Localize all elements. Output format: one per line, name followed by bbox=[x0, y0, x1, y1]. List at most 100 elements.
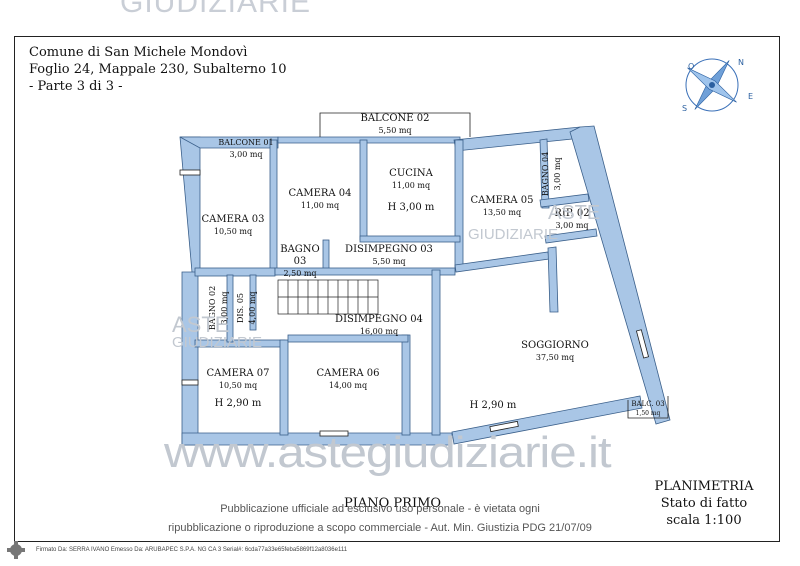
wall-disimp03-south bbox=[274, 267, 456, 276]
room-name: CAMERA 04 bbox=[288, 188, 352, 199]
room-camera04: CAMERA 04 11,00 mq bbox=[280, 188, 360, 212]
wall-c04-cucina bbox=[359, 139, 368, 241]
balcone02-outline bbox=[319, 112, 471, 137]
floor-label: PIANO PRIMO bbox=[344, 496, 442, 511]
header-municipality: Comune di San Michele Mondovì bbox=[29, 45, 248, 60]
title-status: Stato di fatto bbox=[660, 496, 748, 511]
room-area: 4,00 mq bbox=[248, 291, 257, 325]
compass-letter-o: O bbox=[688, 62, 695, 71]
window-south-right bbox=[489, 420, 519, 433]
wall-south-right bbox=[451, 395, 643, 445]
window-c07 bbox=[181, 379, 199, 386]
watermark-giudiziarie-right: GIUDIZIARIE bbox=[468, 226, 559, 243]
room-name: RIP. 02 bbox=[554, 208, 590, 219]
compass-rose bbox=[685, 58, 739, 112]
room-soggiorno: SOGGIORNO 37,50 mq bbox=[500, 340, 610, 364]
room-area: 16,00 mq bbox=[359, 327, 399, 336]
wall-bagno04-west bbox=[539, 138, 550, 209]
wall-south-left bbox=[181, 432, 453, 446]
room-name: BAGNO 04 bbox=[541, 151, 550, 197]
room-area: 1,50 mq bbox=[635, 410, 661, 417]
wall-bagno02-dis05 bbox=[226, 274, 234, 343]
publication-notice: Pubblicazione ufficiale ad esclusivo uso… bbox=[150, 500, 610, 538]
watermark-aste-right: ASTE bbox=[548, 202, 601, 224]
wall-soggiorno-stub bbox=[547, 246, 559, 313]
room-bagno04: BAGNO 04 3,00 mq bbox=[540, 148, 564, 200]
staircase bbox=[277, 279, 379, 315]
room-area: 14,00 mq bbox=[328, 381, 368, 390]
room-area: 5,50 mq bbox=[378, 126, 412, 135]
room-area: 11,00 mq bbox=[300, 201, 340, 210]
window-c06-south bbox=[319, 430, 349, 437]
room-dis05: DIS. 05 4,00 mq bbox=[235, 277, 259, 339]
room-name: CAMERA 05 bbox=[470, 195, 534, 206]
room-area: 5,50 mq bbox=[372, 257, 406, 266]
title-block: PLANIMETRIA Stato di fatto scala 1:100 bbox=[640, 478, 768, 529]
room-area: 13,50 mq bbox=[482, 208, 522, 217]
header-part: - Parte 3 di 3 - bbox=[29, 79, 123, 94]
sheet-frame bbox=[14, 36, 780, 542]
watermark-top: GIUDIZIARIE bbox=[120, 0, 312, 19]
notice-line2: ripubblicazione o riproduzione a scopo c… bbox=[168, 522, 592, 534]
room-area: 2,50 mq bbox=[283, 269, 317, 278]
document-header: Comune di San Michele Mondovì Foglio 24,… bbox=[29, 44, 287, 95]
header-cadastral: Foglio 24, Mappale 230, Subalterno 10 bbox=[29, 62, 287, 77]
room-height: H 2,90 m bbox=[214, 398, 262, 409]
wall-cucina-south bbox=[359, 235, 461, 243]
room-camera03: CAMERA 03 10,50 mq bbox=[198, 214, 268, 238]
watermark-giudiziarie-left: GIUDIZIARIE bbox=[172, 334, 263, 351]
compass-letter-s: S bbox=[682, 104, 688, 113]
room-disimpegno03: DISIMPEGNO 03 5,50 mq bbox=[330, 244, 448, 268]
wall-rip02-south bbox=[544, 228, 598, 244]
room-name: SOGGIORNO bbox=[521, 340, 589, 351]
room-cucina: CUCINA 11,00 mq H 3,00 m bbox=[367, 168, 455, 214]
room-name: BALC. 03 bbox=[631, 400, 665, 408]
notice-line1: Pubblicazione ufficiale ad esclusivo uso… bbox=[220, 503, 540, 515]
room-name: BAGNO 03 bbox=[280, 244, 320, 267]
wall-disimp04-south bbox=[287, 334, 409, 343]
wall-c06-east bbox=[401, 334, 411, 436]
room-camera05: CAMERA 05 13,50 mq bbox=[462, 195, 542, 219]
room-bagno03: BAGNO 03 2,50 mq bbox=[274, 244, 326, 280]
wall-north-mid bbox=[277, 136, 461, 144]
room-area: 37,50 mq bbox=[535, 353, 575, 362]
room-name: DIS. 05 bbox=[236, 292, 245, 324]
room-area: 3,00 mq bbox=[229, 150, 263, 159]
room-height: H 3,00 m bbox=[387, 202, 435, 213]
wall-c03-south bbox=[194, 267, 276, 277]
signature-line: Firmato Da: SERRA IVANO Emesso Da: ARUBA… bbox=[36, 547, 348, 553]
room-name: DISIMPEGNO 04 bbox=[335, 314, 423, 325]
room-camera06: CAMERA 06 14,00 mq bbox=[298, 368, 398, 392]
room-area: 10,50 mq bbox=[213, 227, 253, 236]
wall-stair-east bbox=[431, 269, 441, 436]
compass-letter-n: N bbox=[738, 58, 744, 67]
room-area: 3,00 mq bbox=[553, 157, 562, 191]
wall-c07-c06 bbox=[279, 339, 289, 436]
room-disimpegno04: DISIMPEGNO 04 16,00 mq bbox=[316, 314, 442, 338]
room-area: 11,00 mq bbox=[391, 181, 431, 190]
room-name: DISIMPEGNO 03 bbox=[345, 244, 433, 255]
wall-c05-south bbox=[454, 251, 550, 273]
wall-east bbox=[569, 125, 671, 425]
compass-letter-e: E bbox=[748, 92, 754, 101]
room-name: CUCINA bbox=[389, 168, 433, 179]
title-planimetria: PLANIMETRIA bbox=[654, 479, 754, 494]
room-name: CAMERA 03 bbox=[201, 214, 265, 225]
room-name: BALCONE 01 bbox=[218, 138, 274, 147]
room-rip02: RIP. 02 3,00 mq bbox=[548, 208, 596, 232]
title-scale: scala 1:100 bbox=[666, 513, 742, 528]
wall-rip02-north bbox=[539, 193, 590, 208]
room-name: BALCONE 02 bbox=[360, 113, 430, 124]
wall-dis05-east bbox=[249, 274, 257, 331]
window-c03 bbox=[179, 169, 201, 176]
room-camera07: CAMERA 07 10,50 mq H 2,90 m bbox=[198, 368, 278, 410]
watermark-site: www.astegiudiziarie.it bbox=[164, 428, 612, 477]
soggiorno-height: H 2,90 m bbox=[469, 400, 517, 411]
balc03-outline bbox=[627, 396, 669, 419]
room-area: 3,00 mq bbox=[555, 221, 589, 230]
room-name: CAMERA 06 bbox=[316, 368, 380, 379]
wall-west bbox=[179, 136, 201, 446]
room-balcone02: BALCONE 02 5,50 mq bbox=[340, 113, 450, 137]
wall-north-left bbox=[179, 136, 279, 149]
